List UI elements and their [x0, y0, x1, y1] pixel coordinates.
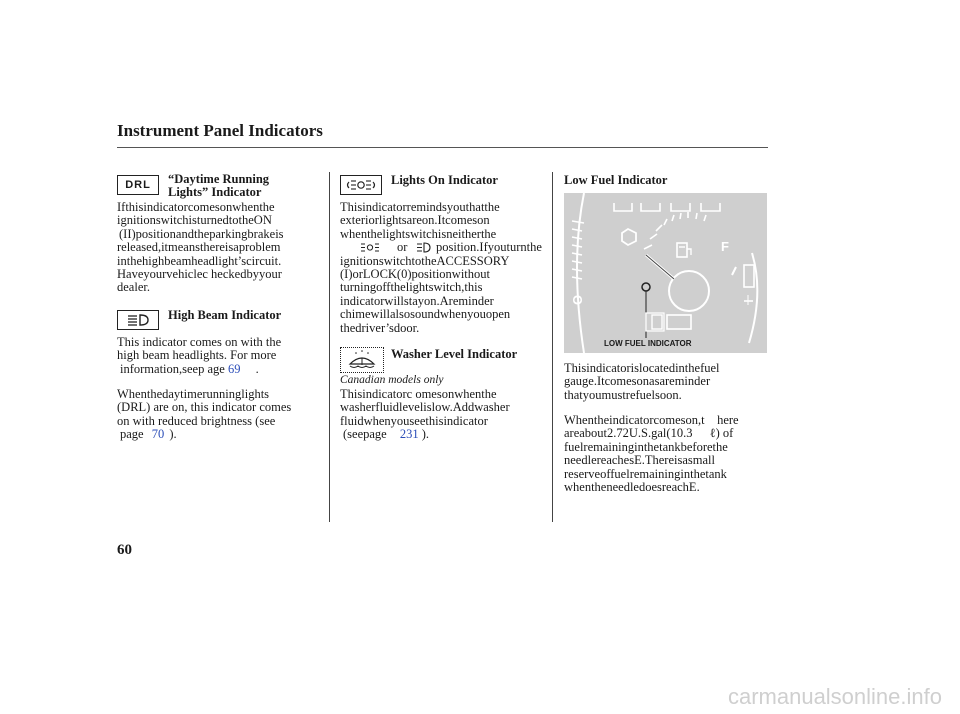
drl-body-line: dealer. — [117, 280, 150, 295]
position-text: position.Ifyouturnthe — [436, 240, 542, 255]
high-beam-body-line: high beam headlights. For more — [117, 348, 277, 363]
drl-heading: “Daytime Running Lights” Indicator — [168, 173, 269, 199]
drl-note-body: Whenthedaytimerunninglights (DRL) are on… — [117, 387, 327, 442]
low-fuel-line: gauge.Itcomesonasareminder — [564, 374, 711, 389]
title-rule — [117, 147, 768, 148]
column-divider-2 — [552, 172, 553, 522]
low-fuel-line: thatyoumustrefuelsoon. — [564, 387, 682, 402]
drl-icon-label: DRL — [125, 179, 151, 191]
low-fuel-line: fuelremaininginthetankbeforethe — [564, 439, 728, 454]
washer-ref-prefix: (seepage — [343, 427, 387, 442]
drl-icon: DRL — [117, 175, 159, 195]
washer-caption: Canadian models only — [340, 374, 444, 386]
low-fuel-line: needlereachesE.Thereisasmall — [564, 453, 715, 468]
drl-body-line: ignitionswitchisturnedtotheON — [117, 213, 272, 228]
washer-ref: (seepage 231 ). — [340, 428, 550, 441]
drl-note-ref: page 70 ). — [117, 428, 327, 441]
lights-on-line: exteriorlightsareon.Itcomeson — [340, 213, 490, 228]
fuel-gauge-illustration: F O LOW FUEL INDICATOR — [564, 193, 767, 353]
drl-note-line: on with reduced brightness (see — [117, 413, 276, 428]
low-fuel-amount-suffix: ) of — [715, 426, 734, 441]
washer-line: washerfluidlevelislow.Addwasher — [340, 400, 510, 415]
high-beam-body-line: This indicator comes on with the — [117, 335, 282, 349]
low-fuel-amount-line: areabout2.72U.S.gal(10.3 ℓ) of — [564, 427, 764, 440]
drl-body-line: released,itmeansthereisaproblem — [117, 240, 281, 255]
lights-on-line: whenthelightswitchisneitherthe — [340, 226, 497, 241]
lights-on-body: Thisindicatorremindsyouthatthe exteriorl… — [340, 200, 550, 335]
low-fuel-line: reserveoffuelremaininginthetank — [564, 466, 727, 481]
lights-on-line: turningoffthelightswitch,this — [340, 280, 483, 295]
low-fuel-line: whentheneedledoesreachE. — [564, 480, 700, 495]
washer-ref-suffix: ). — [421, 427, 430, 442]
gauge-caption: LOW FUEL INDICATOR — [604, 339, 692, 348]
drl-body-line: (II)positionandtheparkingbrakeis — [119, 226, 284, 241]
high-beam-ref-suffix: . — [255, 361, 259, 376]
drl-body-line: Ifthisindicatorcomesonwhenthe — [117, 200, 275, 214]
liter-symbol: ℓ — [709, 426, 716, 441]
low-fuel-body-a: Thisindicatorislocatedinthefuel gauge.It… — [564, 361, 764, 402]
high-beam-ref-prefix: information,seep age — [120, 361, 225, 376]
drl-note-ref-suffix: ). — [169, 427, 177, 442]
page-title: Instrument Panel Indicators — [117, 121, 323, 140]
lights-on-line: chimewillalsosoundwhenyouopen — [340, 307, 511, 322]
washer-line: fluidwhenyouseethisindicator — [340, 413, 488, 428]
lights-on-heading: Lights On Indicator — [391, 173, 498, 187]
drl-body-line: inthehighbeamheadlight’scircuit. — [117, 253, 282, 268]
low-fuel-body-b: Whentheindicatorcomeson,t here areabout2… — [564, 413, 764, 495]
drl-note-ref-prefix: page — [120, 427, 144, 442]
page-69-link[interactable]: 69 — [227, 361, 241, 376]
drl-body: Ifthisindicatorcomesonwhenthe ignitionsw… — [117, 200, 322, 295]
page-number: 60 — [117, 542, 132, 558]
low-fuel-amount: areabout2.72U.S.gal(10.3 — [564, 426, 693, 441]
gauge-full-mark: F — [721, 239, 729, 254]
gauge-empty-mark: O — [570, 295, 585, 305]
watermark: carmanualsonline.info — [727, 684, 942, 709]
drl-body-line: Haveyourvehiclec heckedbyyour — [117, 267, 282, 282]
page-231-link[interactable]: 231 — [399, 427, 419, 442]
low-fuel-heading: Low Fuel Indicator — [564, 173, 668, 187]
drl-heading-line2: Lights” Indicator — [168, 185, 262, 199]
lights-on-line: ignitionswitchtotheACCESSORY — [340, 253, 510, 268]
lights-on-line: thedriver’sdoor. — [340, 320, 420, 335]
washer-level-icon — [340, 347, 384, 373]
or-text: or — [397, 240, 408, 255]
drl-heading-line1: “Daytime Running — [168, 172, 270, 186]
page-70-link[interactable]: 70 — [151, 427, 165, 442]
high-beam-icon — [117, 310, 159, 330]
drl-note-line: Whenthedaytimerunninglights — [117, 387, 270, 401]
high-beam-heading: High Beam Indicator — [168, 308, 282, 322]
lights-on-line: Thisindicatorremindsyouthatthe — [340, 200, 500, 214]
high-beam-body: This indicator comes on with the high be… — [117, 335, 322, 376]
lights-on-icon — [340, 175, 382, 195]
parking-lights-icon — [360, 242, 380, 256]
lights-on-line: (I)orLOCK(0)positionwithout — [340, 267, 490, 282]
washer-heading: Washer Level Indicator — [391, 347, 518, 361]
lights-on-position-line: or position.Ifyouturnthe — [340, 240, 550, 256]
low-fuel-line: Thisindicatorislocatedinthefuel — [564, 361, 720, 375]
washer-line: Thisindicatorc omesonwhenthe — [340, 387, 497, 401]
washer-body: Thisindicatorc omesonwhenthe washerfluid… — [340, 387, 550, 442]
fuel-pump-icon — [676, 242, 692, 258]
column-divider-1 — [329, 172, 330, 522]
low-fuel-line: Whentheindicatorcomeson,t here — [564, 413, 739, 427]
headlight-icon — [416, 242, 432, 256]
high-beam-ref: information,seep age 69 . — [117, 361, 322, 376]
lights-on-line: indicatorwillstayon.Areminder — [340, 293, 494, 308]
drl-note-line: (DRL) are on, this indicator comes — [117, 400, 292, 415]
